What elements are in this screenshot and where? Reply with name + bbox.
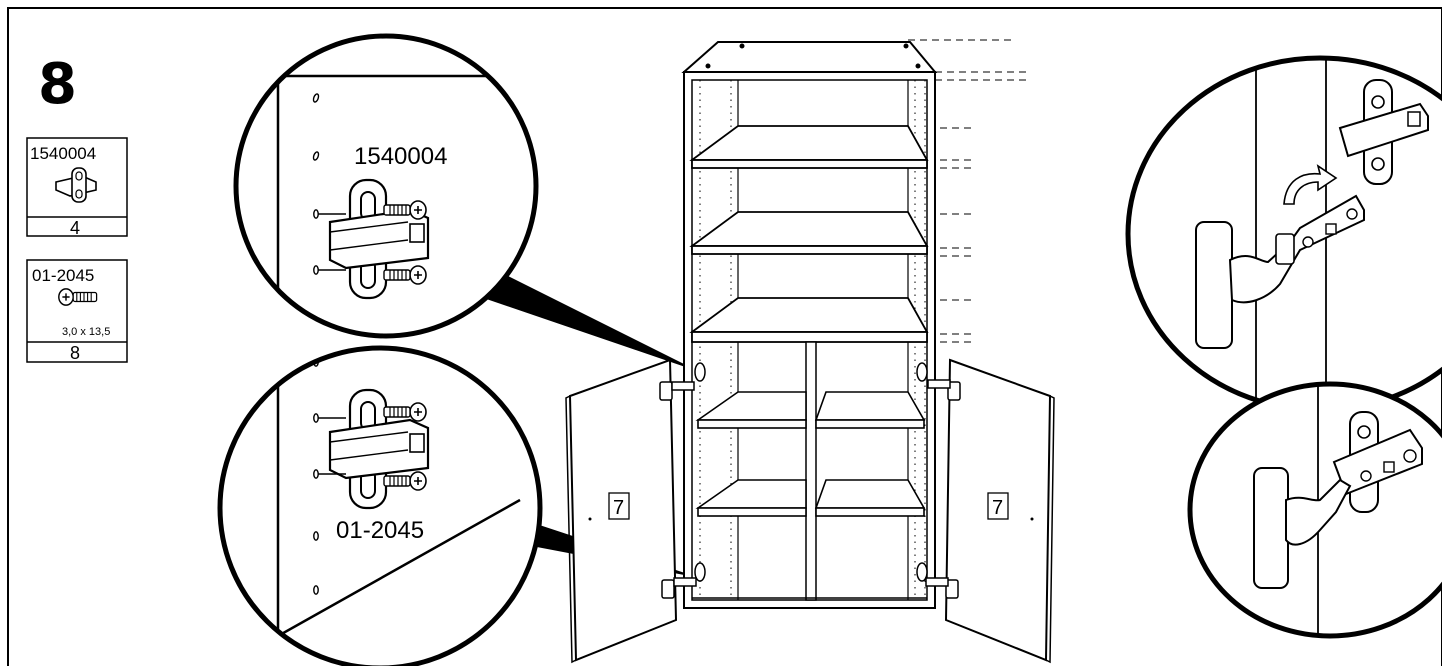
hinge-plate-icon (55, 167, 97, 203)
callout-bottom: 01-2045 (217, 345, 543, 666)
hinge-plate-icon (1338, 79, 1429, 185)
door-left: 7 (565, 358, 697, 664)
part-card-hinge-plate: 1540004 4 (26, 137, 128, 238)
callout-bottom-label: 01-2045 (336, 517, 424, 544)
page-frame (7, 7, 1442, 666)
detail-hinge-attach (1125, 55, 1442, 413)
hinge-cup-icon (925, 379, 961, 599)
door-right: 7 (925, 358, 1055, 664)
part-code: 01-2045 (32, 266, 94, 285)
hinge-plate-icon (694, 362, 928, 582)
part-qty: 8 (70, 343, 80, 363)
hinge-cup-icon (659, 381, 697, 599)
dimension-lines (908, 39, 1028, 343)
detail-hinge-mounted (1187, 381, 1442, 639)
part-card-screw: 01-2045 3,0 x 13,5 8 (26, 259, 128, 363)
callout-top-label: 1540004 (354, 143, 447, 170)
hinge-plate-icon (1332, 411, 1423, 513)
part-qty: 4 (70, 218, 80, 238)
callout-top: 1540004 (233, 33, 539, 339)
part-size: 3,0 x 13,5 (62, 326, 110, 338)
door-right-label: 7 (992, 497, 1003, 519)
arrow-icon (1283, 164, 1338, 205)
part-code: 1540004 (30, 144, 96, 163)
door-left-label: 7 (613, 497, 624, 519)
cabinet (681, 41, 938, 609)
callout-leader-top (460, 262, 700, 372)
step-number: 8 (38, 52, 77, 117)
